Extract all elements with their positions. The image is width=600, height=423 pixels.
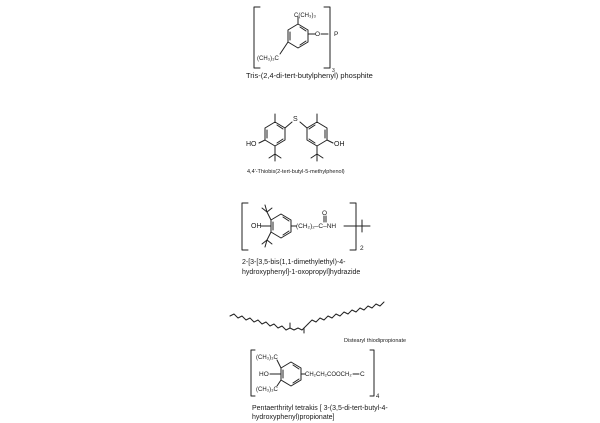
sulfur-label: S: [293, 116, 298, 123]
subscript-2: 2: [360, 245, 364, 252]
tbu-top-label: C(CH₃)₃: [294, 13, 316, 19]
benzene-ring-left: [264, 121, 286, 147]
benzene-ring: [270, 213, 292, 239]
tbu-left-label: (CH₃)₃C: [257, 56, 280, 62]
thio-linker: [285, 323, 309, 331]
alkyl-chain-lower: [229, 313, 287, 331]
bracket-left: [253, 6, 261, 69]
structure-distearyl: [229, 301, 385, 334]
subscript-3: 3: [332, 68, 335, 74]
caption-hydrazide-line1: 2-[3-[3,5-bis(1,1-dimethylethyl)-4-: [242, 259, 346, 266]
tbu-top-label: (CH₃)₃C: [256, 355, 279, 361]
caption-hydrazide-line2: hydroxyphenyl]-1-oxopropyl]hydrazide: [242, 269, 361, 276]
tbu-bottom-label: (CH₃)₃C: [256, 387, 279, 393]
hydroxyl-label: OH: [251, 223, 262, 230]
carbonyl-o-label: O: [322, 210, 327, 217]
benzene-ring: [280, 361, 302, 387]
hydroxyl-left-label: HO: [246, 141, 257, 148]
subscript-4: 4: [376, 394, 380, 400]
caption-pentaerythrityl-line2: hydroxyphenyl)propionate]: [252, 414, 335, 421]
caption-thiobis: 4,4'-Thiobis(2-tert-butyl-5-methylphenol…: [247, 169, 345, 175]
bracket-right: [323, 6, 331, 69]
caption-phosphite: Tris-(2,4-di-tert-butylphenyl) phosphite: [246, 71, 373, 80]
bracket-left: [250, 349, 256, 397]
bracket-right: [369, 349, 375, 397]
chain-label: CH₂CH₂COOCH₂: [305, 372, 352, 378]
structure-phosphite: C(CH₃)₃ O P (CH₃)₃C 3: [253, 6, 338, 74]
carbon-label: C: [360, 371, 365, 378]
hydroxyl-right-label: OH: [334, 141, 345, 148]
benzene-ring: [287, 23, 309, 49]
chain-label: (CH₂)₂–C–NH: [296, 223, 336, 230]
caption-distearyl: Distearyl thiodipropionate: [344, 338, 407, 344]
structure-hydrazide: OH (CH₂)₂–C–NH O 2: [241, 202, 371, 252]
structure-pentaerythrityl: (CH₃)₃C HO (CH₃)₃C CH₂CH₂COOCH₂ C 4: [250, 349, 380, 400]
phosphorus-label: P: [334, 31, 338, 38]
hydroxyl-label: HO: [259, 371, 269, 378]
structure-thiobis: S HO OH: [246, 113, 345, 162]
alkyl-chain-upper: [307, 301, 385, 325]
benzene-ring-right: [306, 121, 328, 147]
caption-pentaerythrityl-line1: Pentaerthrityl tetrakis [ 3-(3,5-di-tert…: [252, 405, 388, 412]
bracket-left: [241, 202, 249, 251]
oxygen-label: O: [315, 31, 320, 38]
